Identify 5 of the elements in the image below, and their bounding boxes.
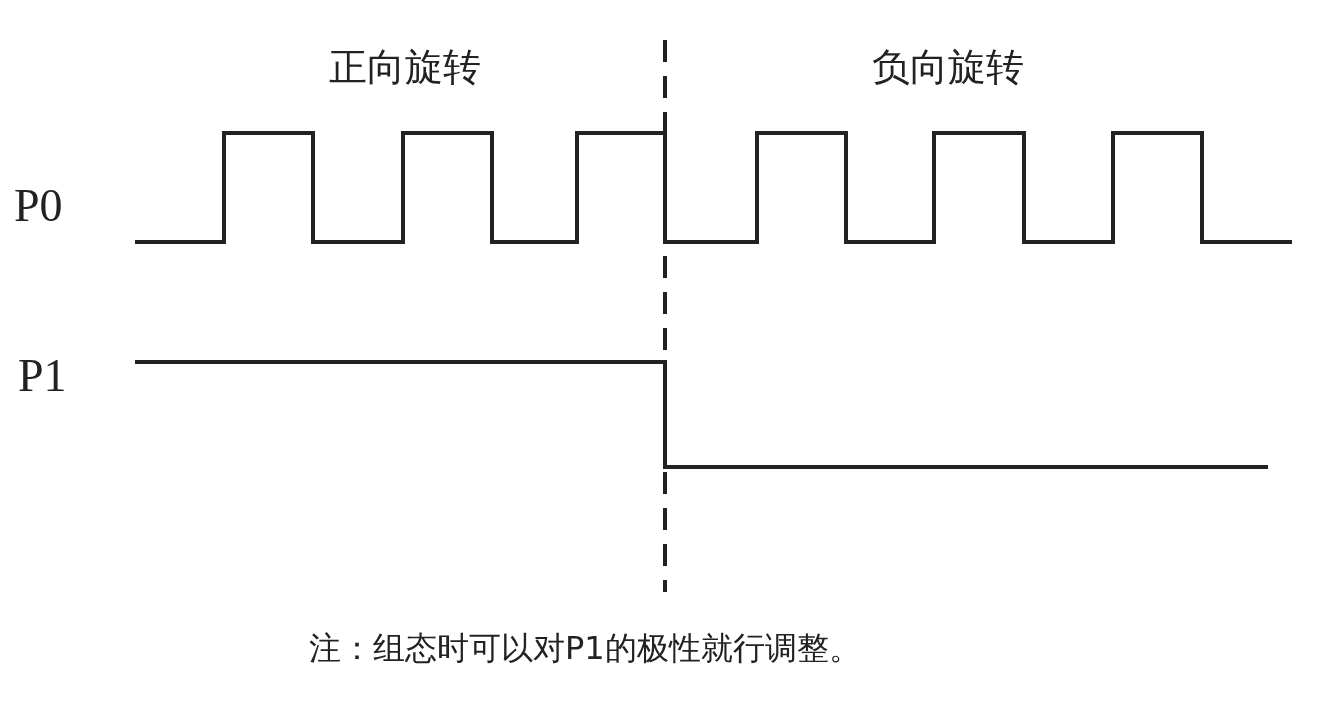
section-heading: 负向旋转 <box>872 48 1024 86</box>
section-heading: 正向旋转 <box>329 48 481 86</box>
signal-name: P1 <box>18 353 67 399</box>
note-text: 注：组态时可以对P1的极性就行调整。 <box>309 632 861 664</box>
signal-name: P0 <box>14 183 63 229</box>
